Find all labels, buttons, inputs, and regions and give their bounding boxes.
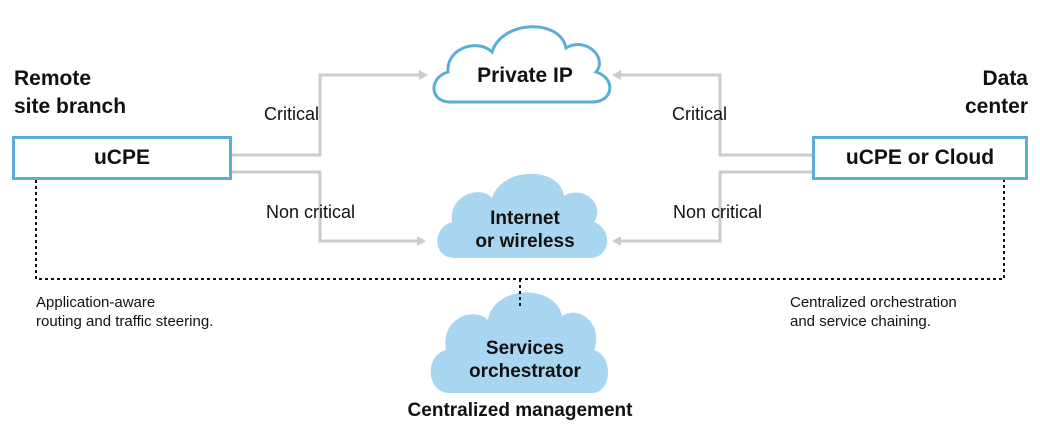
right-site-title-line2: center (964, 95, 1028, 118)
internet-label-line1: Internet (490, 208, 560, 230)
left-non-critical-label: Non critical (266, 202, 356, 222)
right-critical-arrow (612, 70, 812, 157)
right-note-line2: and service chaining. (790, 313, 931, 330)
internet-label: Internet or wireless (440, 204, 610, 258)
orchestrator-label-line2: orchestrator (469, 361, 581, 382)
left-note-line1: Application-aware (36, 294, 156, 311)
orchestrator-label-line1: Services (485, 338, 565, 360)
right-non-critical-arrow (612, 170, 812, 246)
left-site-title-line2: site branch (14, 95, 127, 118)
centralized-management-caption: Centralized management (407, 400, 633, 421)
private-ip-label: Private IP (477, 64, 573, 87)
right-site-title-line1: Data (982, 67, 1028, 90)
orchestrator-label: Services orchestrator (440, 334, 610, 388)
left-critical-arrow (232, 70, 428, 157)
right-non-critical-label: Non critical (673, 202, 763, 222)
left-site-title-line1: Remote (14, 67, 92, 90)
ucpe-or-cloud-box-right: uCPE or Cloud (812, 136, 1028, 180)
internet-cloud (437, 173, 608, 258)
private-ip-cloud (432, 25, 612, 104)
left-note-line2: routing and traffic steering. (36, 313, 214, 330)
right-critical-label: Critical (672, 104, 728, 124)
ucpe-box-left: uCPE (12, 136, 232, 180)
right-note-line1: Centralized orchestration (790, 294, 957, 311)
orchestrator-cloud (430, 292, 609, 393)
left-non-critical-arrow (232, 170, 426, 246)
left-critical-label: Critical (264, 104, 320, 124)
internet-label-line2: or wireless (475, 231, 575, 252)
